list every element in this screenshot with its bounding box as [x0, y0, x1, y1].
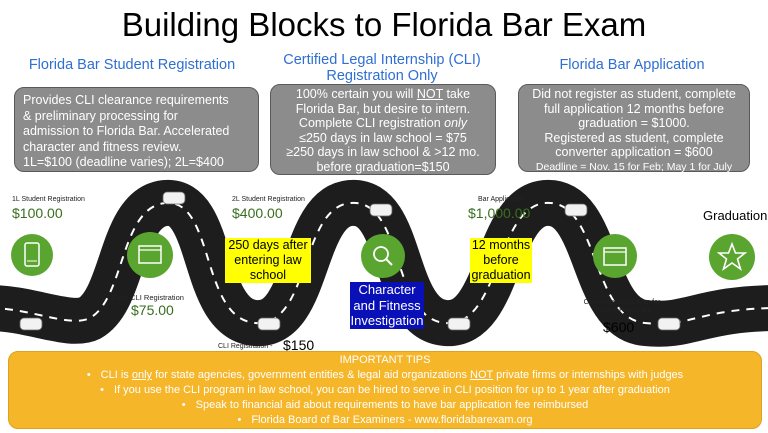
box-line: 100% certain you will NOT take	[295, 87, 471, 101]
character-fitness-label: Character and Fitness Investigation	[350, 282, 424, 329]
stop-label-2l: 2L Student Registration	[232, 196, 305, 203]
box-deadline: Deadline = Nov. 15 for Feb; May 1 for Ju…	[535, 160, 733, 173]
box-line: Florida Bar, but desire to intern.	[295, 101, 471, 116]
cli-registration-box: 100% certain you will NOT take Florida B…	[270, 84, 496, 175]
box-line: Complete CLI registration only	[298, 116, 468, 130]
cli-heading-line1: Certified Legal Internship (CLI)	[283, 52, 481, 68]
stop-character-fitness	[361, 234, 405, 278]
bar-application-box: Did not register as student, complete fu…	[518, 84, 750, 173]
box-line: Registered as student, complete	[544, 130, 724, 145]
box-line: converter application = $600	[555, 145, 713, 159]
cli-heading-line2: Registration Only	[326, 68, 438, 84]
stop-early-cli	[127, 232, 173, 278]
price-bar-application: $1,000.00	[468, 205, 531, 221]
stop-1l-registration	[11, 234, 53, 276]
box-line: Did not register as student, complete	[532, 87, 736, 101]
note-250-days: 250 days after entering law school	[225, 238, 311, 283]
stop-label-cli-registration: CLI Registration -	[218, 343, 273, 350]
price-2l: $400.00	[232, 205, 283, 221]
tip-item: CLI is only for state agencies, governme…	[9, 368, 761, 383]
winding-road	[0, 180, 768, 347]
star-icon	[716, 241, 748, 271]
stop-label-bar-application: Bar Application	[478, 196, 525, 203]
student-registration-heading: Florida Bar Student Registration	[28, 57, 236, 73]
tip-item: Florida Board of Bar Examiners - www.flo…	[9, 413, 761, 428]
student-registration-box: Provides CLI clearance requirements & pr…	[14, 87, 259, 172]
tablet-icon	[24, 242, 40, 267]
stop-converter-application	[593, 234, 637, 278]
graduation-label: Graduation	[703, 208, 768, 223]
window-icon	[603, 247, 627, 266]
price-cli-registration: $150	[283, 337, 315, 353]
box-line: ≥250 days in law school & >12 mo.	[286, 145, 480, 159]
stop-label-early-cli: Early CLI Registration	[111, 293, 184, 302]
stop-label-1l: 1L Student Registration	[12, 196, 85, 203]
search-icon	[373, 246, 393, 266]
box-line: character and fitness review.	[23, 139, 182, 154]
price-early-cli: $75.00	[131, 302, 174, 318]
box-line: graduation = $1000.	[578, 116, 690, 130]
box-line: before graduation=$150	[316, 159, 450, 174]
note-12-months: 12 months before graduation	[470, 238, 532, 283]
box-line: ≤250 days in law school = $75	[299, 130, 467, 145]
road-surface	[0, 180, 768, 347]
stop-label-converter: Converter Application for Student Regist…	[583, 299, 661, 314]
tips-heading: IMPORTANT TIPS	[339, 354, 431, 366]
tip-item: If you use the CLI program in law school…	[9, 383, 761, 398]
car-icon	[19, 191, 681, 331]
box-line: & preliminary processing for	[23, 108, 178, 123]
tip-item: Speak to financial aid about requirement…	[9, 398, 761, 413]
window-icon	[138, 245, 162, 264]
bar-application-heading: Florida Bar Application	[559, 57, 705, 73]
price-1l: $100.00	[12, 205, 63, 221]
box-line: Provides CLI clearance requirements	[23, 93, 229, 107]
stop-graduation	[709, 234, 755, 280]
price-converter: $600	[603, 319, 635, 335]
box-line: admission to Florida Bar. Accelerated	[23, 124, 230, 138]
important-tips-box: IMPORTANT TIPS CLI is only for state age…	[8, 351, 762, 429]
cli-registration-heading: Certified Legal Internship (CLI) Registr…	[262, 52, 502, 84]
box-line: 1L=$100 (deadline varies); 2L=$400	[23, 155, 224, 169]
page-title: Building Blocks to Florida Bar Exam	[121, 6, 647, 43]
box-line: full application 12 months before	[544, 101, 724, 116]
